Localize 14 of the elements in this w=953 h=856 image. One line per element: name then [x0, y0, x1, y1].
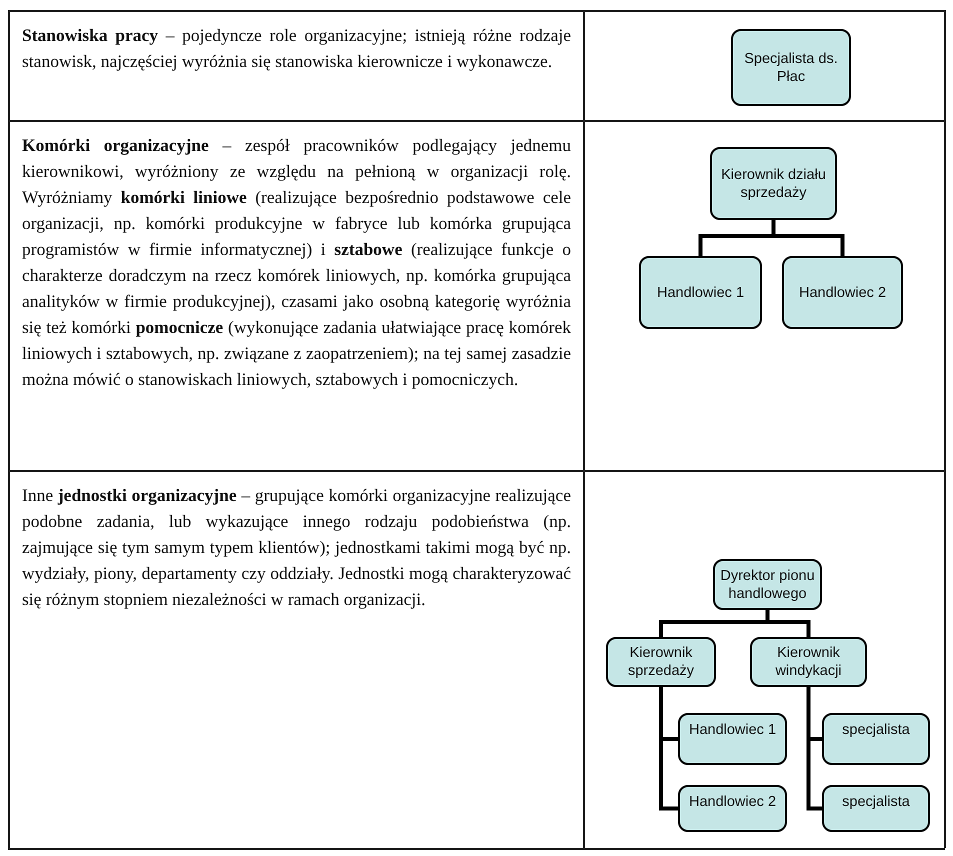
org-chart-box: Kierownik sprzedaży	[606, 637, 716, 687]
org-chart-box: Kierownik windykacji	[750, 637, 867, 687]
org-chart-box: Specjalista ds. Płac	[731, 29, 851, 106]
org-chart-box: Handlowiec 2	[782, 256, 903, 329]
org-chart-box: Handlowiec 1	[639, 256, 762, 329]
org-chart-box: Dyrektor pionu handlowego	[713, 559, 822, 610]
org-chart-box: Handlowiec 1	[678, 713, 787, 765]
org-chart-box: specjalista	[822, 713, 930, 765]
definition-text: Inne jednostki organizacyjne – grupujące komórki organizacyjne realizujące podobne zadania, lub wykazujące innego rodzaju podobieństwa (np. zajmujące się tym samym typem klientów); jednostkami takimi mogą być np. wydziały, piony, departamenty czy oddziały. Jednostki mogą charakteryzować się różnym stopniem niezależności w ramach organizacji.	[22, 484, 571, 611]
definition-text: Komórki organizacyjne – zespół pracowników podlegający jednemu kierownikowi, wyróżniony ze względu na pełnioną w organizacji rolę. Wyróżniamy komórki liniowe (realizujące bezpośrednio podstawowe cele organizacji, np. komórki produkcyjne w fabryce lub komórka grupująca programistów w firmie informatycznej) i sztabowe (realizujące funkcje o charakterze doradczym na rzecz komórek liniowych, np. komórka grupująca analityków w firmie produkcyjnej), czasami jako osobną kategorię wyróżnia się też komórki pomocnicze (wykonujące zadania ułatwiające pracę komórek liniowych i sztabowych, np. związane z zaopatrzeniem); na tej samej zasadzie można mówić o stanowiskach liniowych, sztabowych i pomocniczych.	[22, 134, 571, 391]
definition-text: Stanowiska pracy – pojedyncze role organizacyjne; istnieją różne rodzaje stanowisk, najczęściej wyróżnia się stanowiska kierownicze i wykonawcze.	[22, 24, 571, 73]
org-chart-box: Kierownik działu sprzedaży	[710, 147, 837, 220]
org-chart-box: Handlowiec 2	[678, 785, 787, 832]
org-chart-box: specjalista	[822, 785, 930, 832]
